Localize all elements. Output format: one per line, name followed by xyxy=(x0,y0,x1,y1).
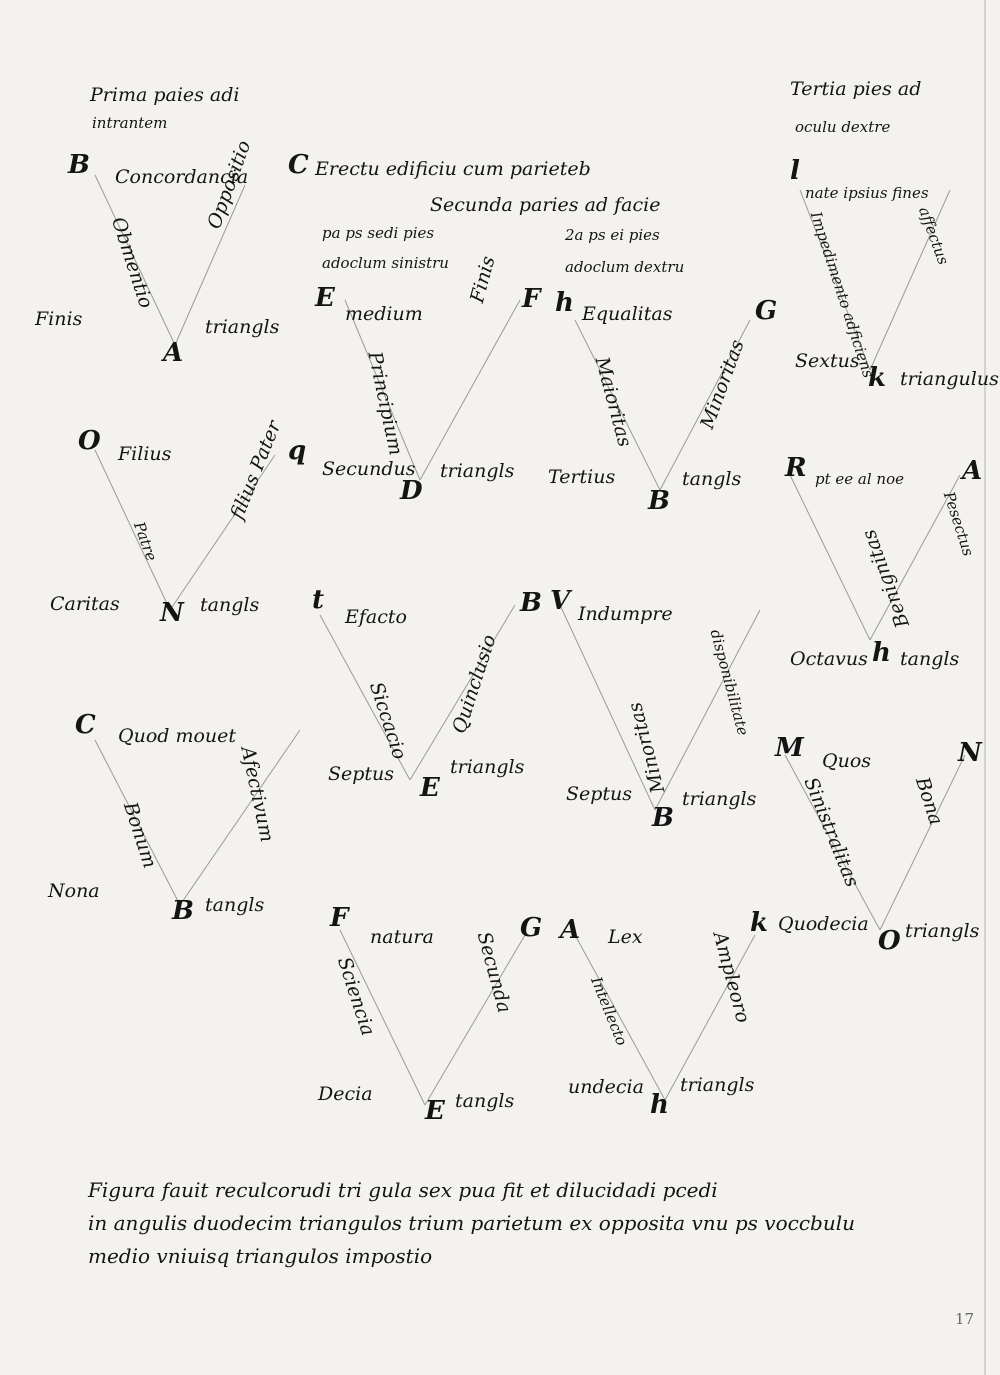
top-center-line-1: Erectu edificiu cum parieteb xyxy=(315,158,591,180)
letter-a-12: A xyxy=(560,915,581,945)
top-center-line-3a: pa ps sedi pies xyxy=(322,224,435,242)
triangle-12-label: triangls xyxy=(680,1074,755,1096)
triangle-4-label: triangulus xyxy=(900,368,999,390)
letter-h-12: h xyxy=(650,1090,669,1120)
triangle-8-prefix: Septus xyxy=(566,783,633,805)
triangle-5-outer: Caritas xyxy=(50,593,120,615)
triangle-11-label: tangls xyxy=(455,1090,515,1112)
letter-f: F xyxy=(522,284,541,314)
letter-a-6: A xyxy=(962,456,983,486)
triangle-9-outer: Nona xyxy=(48,880,100,902)
triangle-4-top: nate ipsius fines xyxy=(805,184,929,202)
letter-n-10: N xyxy=(958,738,982,768)
triangle-11-prefix: Decia xyxy=(318,1083,373,1105)
letter-d: D xyxy=(400,476,423,506)
triangle-1-label: triangls xyxy=(205,316,280,338)
triangle-12-top: Lex xyxy=(608,926,643,948)
triangle-8-top: Indumpre xyxy=(578,603,673,625)
right-header-note-2: oculu dextre xyxy=(795,118,891,136)
letter-b-8-bottom: B xyxy=(652,803,674,833)
triangle-11-top: natura xyxy=(370,926,434,948)
triangle-8-label: triangls xyxy=(682,788,757,810)
letter-b-8: B xyxy=(520,588,542,618)
triangle-10-top: Quos xyxy=(822,750,872,772)
letter-c-9: C xyxy=(75,710,96,740)
letter-e-7: E xyxy=(420,773,440,803)
triangle-10-prefix: Quodecia xyxy=(778,913,869,935)
triangle-5-top: Filius xyxy=(118,443,172,465)
letter-m: M xyxy=(775,733,804,763)
letter-e: E xyxy=(315,283,335,313)
triangle-2-label: triangls xyxy=(440,460,515,482)
footer-line-3: medio vniuisq triangulos impostio xyxy=(88,1244,433,1268)
triangle-7-prefix: Septus xyxy=(328,763,395,785)
letter-g: G xyxy=(755,296,778,326)
letter-r: R xyxy=(785,453,807,483)
letter-k: k xyxy=(868,363,887,393)
left-header-note: Prima paies adi xyxy=(90,84,240,106)
letter-v: V xyxy=(550,586,571,616)
letter-q: q xyxy=(288,436,307,466)
letter-e-11: E xyxy=(425,1096,445,1126)
right-header-note: Tertia pies ad xyxy=(790,78,922,100)
letter-a: A xyxy=(163,338,184,368)
triangle-4-prefix: Sextus xyxy=(795,350,860,372)
triangle-1-top: Concordancia xyxy=(115,166,249,188)
letter-h: h xyxy=(555,288,574,318)
footer-line-2: in angulis duodecim triangulos trium par… xyxy=(88,1211,856,1235)
triangle-3-label: tangls xyxy=(682,468,742,490)
triangle-6-label: tangls xyxy=(900,648,960,670)
triangle-1-outer: Finis xyxy=(35,308,83,330)
left-header-note-2: intrantem xyxy=(92,114,168,132)
top-center-line-4a: adoclum sinistru xyxy=(322,254,449,272)
triangle-12-prefix: undecia xyxy=(568,1076,644,1098)
letter-b-9: B xyxy=(172,896,194,926)
triangle-3-prefix: Tertius xyxy=(548,466,616,488)
letter-b-3: B xyxy=(648,486,670,516)
triangle-7-top: Efacto xyxy=(345,606,407,628)
triangle-6-prefix: Octavus xyxy=(790,648,868,670)
letter-l: l xyxy=(790,156,800,186)
letter-n: N xyxy=(160,598,184,628)
triangle-7-label: triangls xyxy=(450,756,525,778)
letter-k-12: k xyxy=(750,908,769,938)
triangle-3-top: Equalitas xyxy=(582,303,673,325)
top-center-line-4b: adoclum dextru xyxy=(565,258,685,276)
letter-h-6: h xyxy=(872,638,891,668)
letter-b: B xyxy=(68,150,90,180)
letter-o-10: O xyxy=(878,926,901,956)
footer-line-1: Figura fauit reculcorudi tri gula sex pu… xyxy=(88,1178,718,1202)
letter-c: C xyxy=(288,150,309,180)
triangle-2-left: medium xyxy=(345,303,423,325)
letter-t: t xyxy=(312,585,325,615)
letter-f-11: F xyxy=(330,903,349,933)
triangle-9-top: Quod mouet xyxy=(118,725,237,747)
top-center-line-3b: 2a ps ei pies xyxy=(565,226,660,244)
triangle-6-top: pt ee al noe xyxy=(815,470,904,488)
second-row-prefix: Secundus xyxy=(322,458,416,480)
triangle-10-label: triangls xyxy=(905,920,980,942)
triangle-9-label: tangls xyxy=(205,894,265,916)
folio-number: 17 xyxy=(955,1310,975,1328)
top-center-line-2: Secunda paries ad facie xyxy=(430,194,661,216)
letter-o: O xyxy=(78,426,101,456)
letter-g-12: G xyxy=(520,913,543,943)
triangle-5-label: tangls xyxy=(200,594,260,616)
